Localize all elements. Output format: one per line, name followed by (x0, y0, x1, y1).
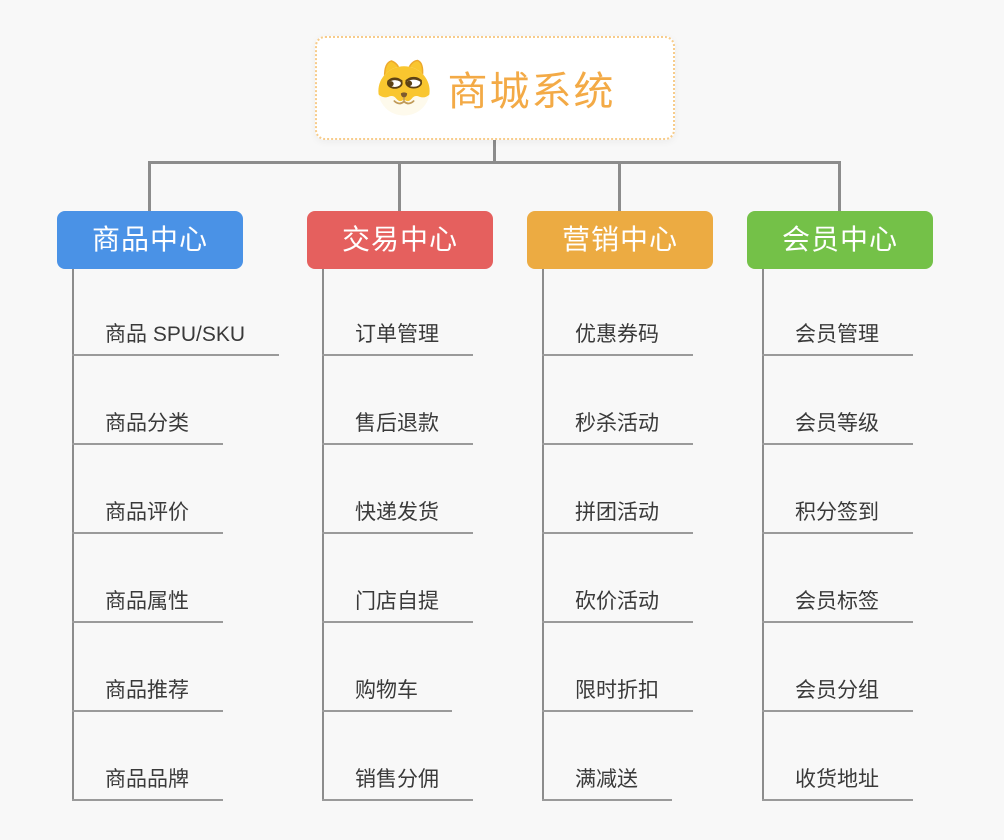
leaf-node[interactable]: 门店自提 (322, 588, 473, 623)
root-title: 商城系统 (447, 70, 616, 114)
leaf-node[interactable]: 积分签到 (762, 499, 913, 534)
connector-drop-3 (618, 161, 621, 211)
dog-face-icon (377, 59, 430, 116)
leaf-node[interactable]: 商品属性 (72, 588, 223, 623)
connector-branch-line-4 (762, 269, 764, 801)
leaf-node[interactable]: 售后退款 (322, 410, 473, 445)
connector-drop-1 (148, 161, 151, 211)
leaf-node[interactable]: 商品分类 (72, 410, 223, 445)
leaf-node[interactable]: 收货地址 (762, 766, 913, 801)
leaf-node[interactable]: 快递发货 (322, 499, 473, 534)
connector-branch-line-1 (72, 269, 74, 801)
leaf-node[interactable]: 满减送 (542, 766, 672, 801)
branch-member-center[interactable]: 会员中心 (747, 211, 933, 269)
leaf-node[interactable]: 会员等级 (762, 410, 913, 445)
connector-branch-line-3 (542, 269, 544, 801)
branch-product-center[interactable]: 商品中心 (57, 211, 243, 269)
leaf-node[interactable]: 会员管理 (762, 321, 913, 356)
connector-branch-line-2 (322, 269, 324, 801)
leaf-node[interactable]: 秒杀活动 (542, 410, 693, 445)
leaf-node[interactable]: 拼团活动 (542, 499, 693, 534)
leaf-node[interactable]: 商品评价 (72, 499, 223, 534)
connector-drop-2 (398, 161, 401, 211)
branch-marketing-center[interactable]: 营销中心 (527, 211, 713, 269)
connector-drop-4 (838, 161, 841, 211)
leaf-node[interactable]: 商品 SPU/SKU (72, 321, 280, 356)
connector-horizontal-bar (149, 161, 841, 164)
leaf-node[interactable]: 会员标签 (762, 588, 913, 623)
leaf-node[interactable]: 商品品牌 (72, 766, 223, 801)
leaf-node[interactable]: 优惠券码 (542, 321, 693, 356)
connector-root-stem (493, 140, 496, 162)
root-node[interactable]: 商城系统 (315, 36, 675, 140)
leaf-node[interactable]: 购物车 (322, 677, 452, 712)
leaf-node[interactable]: 会员分组 (762, 677, 913, 712)
leaf-node[interactable]: 订单管理 (322, 321, 473, 356)
leaf-node[interactable]: 销售分佣 (322, 766, 473, 801)
branch-trade-center[interactable]: 交易中心 (307, 211, 493, 269)
leaf-node[interactable]: 砍价活动 (542, 588, 693, 623)
leaf-node[interactable]: 限时折扣 (542, 677, 693, 712)
leaf-node[interactable]: 商品推荐 (72, 677, 223, 712)
